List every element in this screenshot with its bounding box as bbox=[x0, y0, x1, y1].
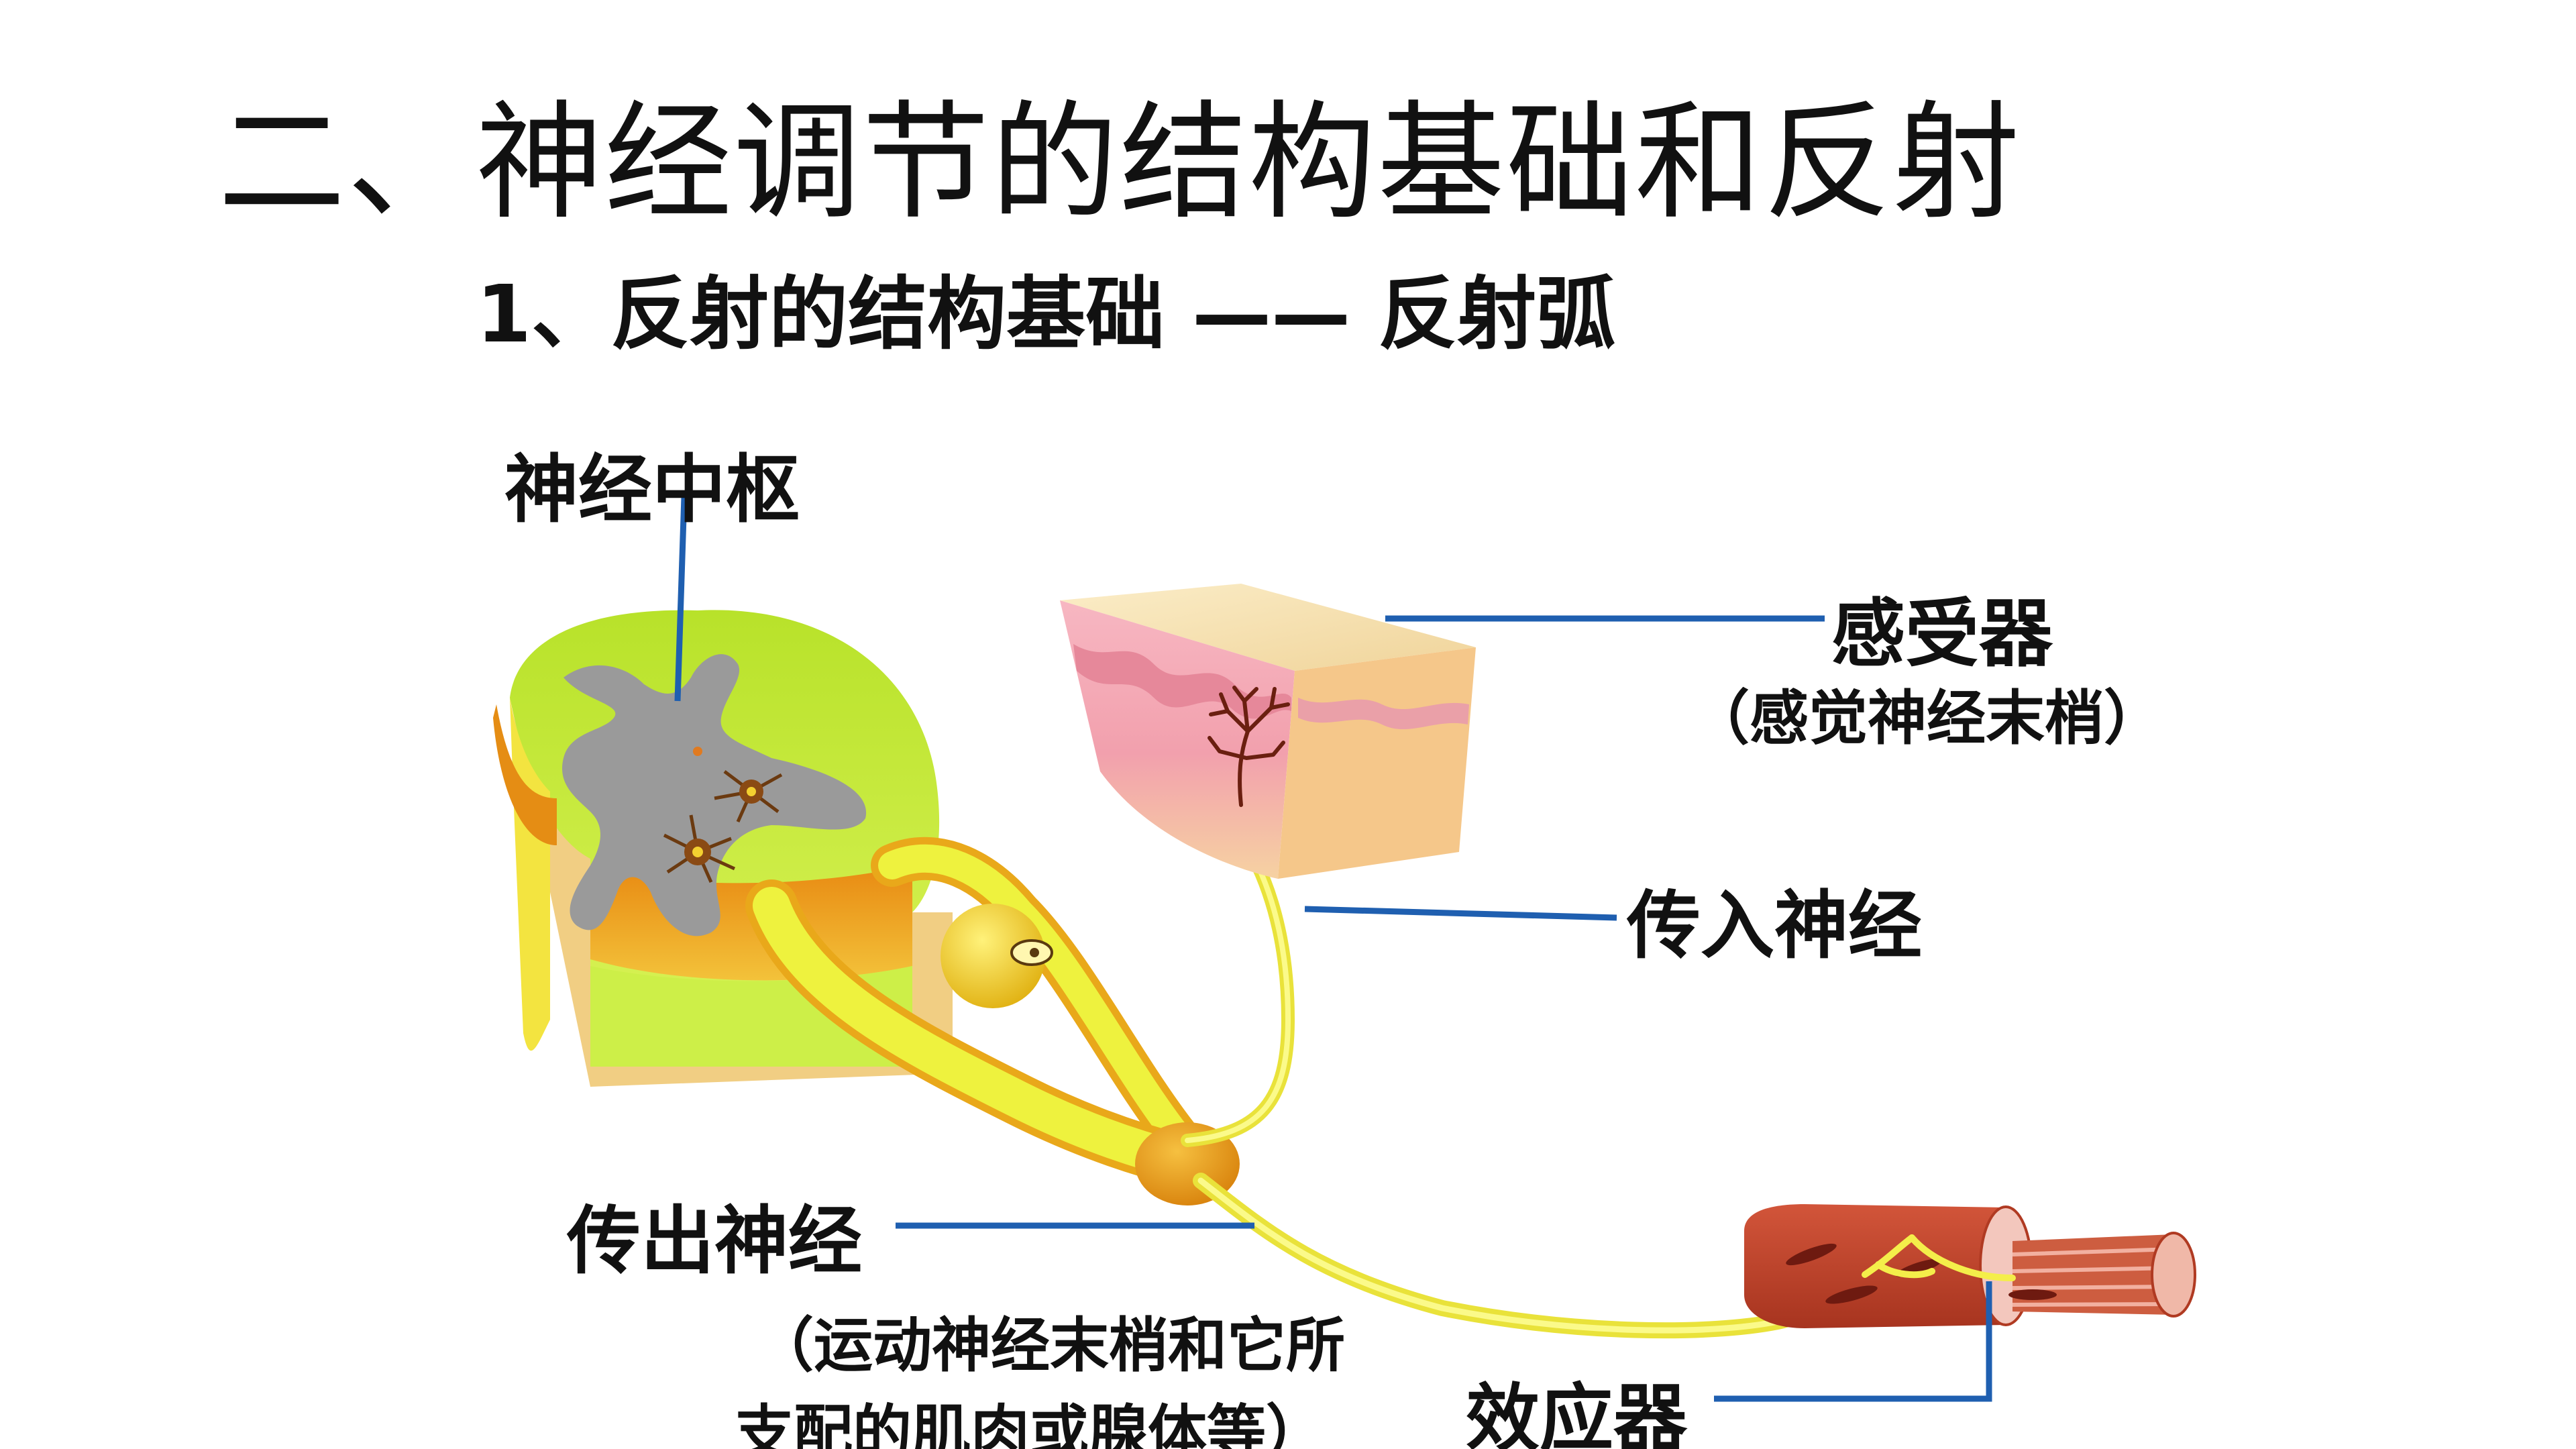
sensory-nerve-ending-icon bbox=[1208, 686, 1290, 807]
label-receptor: 感受器 bbox=[1831, 591, 2053, 677]
dorsal-root-ganglion bbox=[941, 904, 1045, 1008]
label-nerve-center: 神经中枢 bbox=[504, 447, 800, 533]
ventral-root bbox=[745, 879, 1207, 1187]
label-efferent-nerve: 传出神经 bbox=[567, 1198, 862, 1284]
section-subtitle: 1、反射的结构基础 —— 反射弧 bbox=[476, 268, 1616, 360]
muscle-bundle bbox=[1744, 1204, 2196, 1328]
leader-lines bbox=[674, 496, 1992, 1402]
leader-line-effector bbox=[1714, 1281, 1992, 1402]
page-title: 二、神经调节的结构基础和反射 bbox=[218, 89, 2022, 237]
motor-end-plate-icon bbox=[1862, 1234, 2016, 1281]
label-effector: 效应器 bbox=[1466, 1376, 1687, 1449]
ganglion-cell-icon bbox=[1010, 939, 1053, 966]
interneuron-icon bbox=[714, 770, 783, 823]
leader-line-nerve-center bbox=[674, 496, 688, 702]
note-effector-line2: 支配的肌肉或腺体等） bbox=[735, 1398, 1326, 1449]
motor-neuron-icon bbox=[663, 814, 736, 883]
skin-block bbox=[1060, 584, 1476, 879]
leader-line-afferent bbox=[1304, 906, 1617, 921]
label-afferent-nerve: 传入神经 bbox=[1627, 883, 1922, 969]
note-effector-line1: （运动神经末梢和它所 bbox=[755, 1311, 1346, 1380]
note-receptor: （感觉神经末梢） bbox=[1690, 684, 2163, 753]
